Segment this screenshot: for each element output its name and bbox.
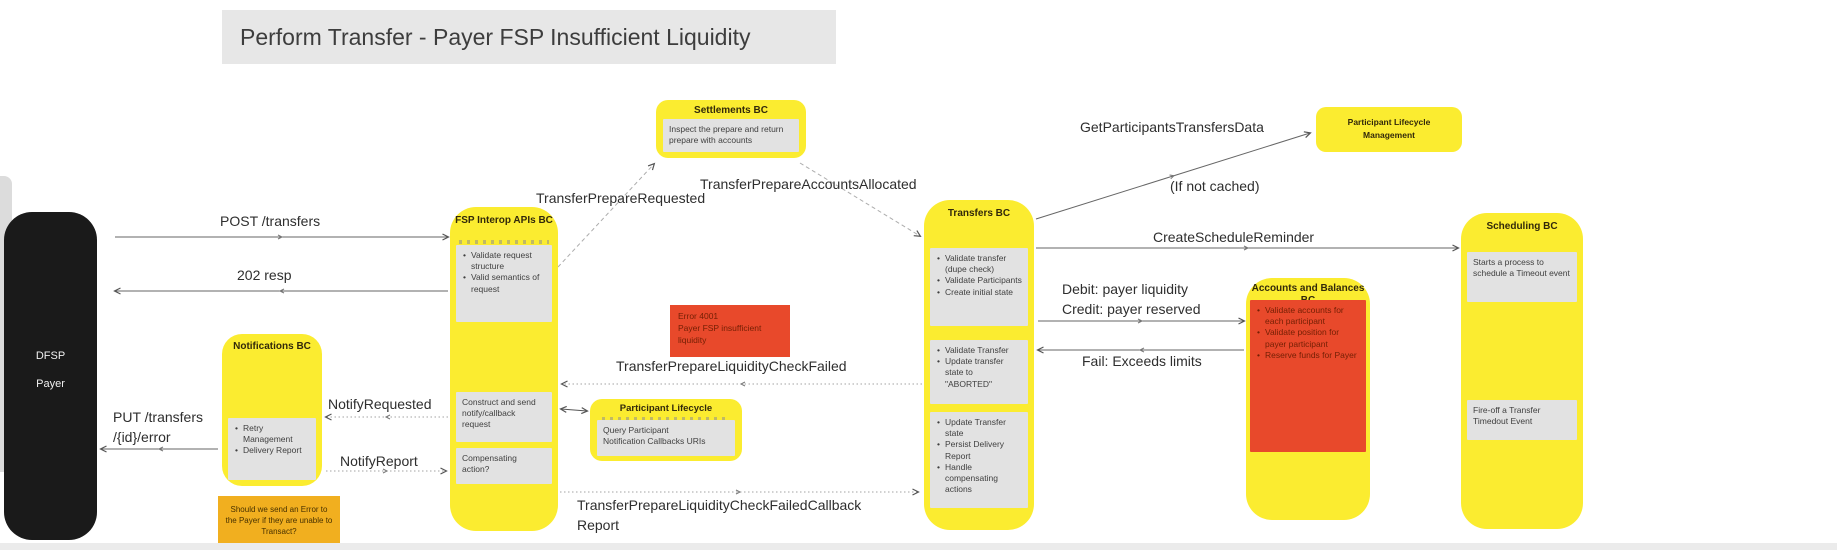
actor-dfsp-payer[interactable]: DFSP Payer bbox=[4, 212, 97, 540]
card-validate-transfer[interactable]: Validate transfer (dupe check) Validate … bbox=[930, 248, 1028, 326]
label-liquidity-check-failed-callback[interactable]: TransferPrepareLiquidityCheckFailedCallb… bbox=[577, 497, 862, 533]
card-query-participant[interactable]: Query Participant Notification Callbacks… bbox=[597, 420, 735, 456]
box-participant-lifecycle-management[interactable]: Participant Lifecycle Management bbox=[1316, 107, 1462, 152]
bc-accounts-and-balances[interactable]: Accounts and Balances BC Validate accoun… bbox=[1246, 278, 1370, 520]
bullet-item: Validate request structure bbox=[462, 250, 546, 272]
error-4001-line2: Payer FSP insufficient liquidity bbox=[678, 322, 762, 345]
bullet-item: Validate Transfer bbox=[936, 345, 1022, 356]
bullet-item: Update Transfer state bbox=[936, 417, 1022, 439]
error-4001-line1: Error 4001 bbox=[678, 311, 719, 321]
card-update-transfer-state[interactable]: Update Transfer state Persist Delivery R… bbox=[930, 412, 1028, 508]
bullet-item: Persist Delivery Report bbox=[936, 439, 1022, 461]
label-get-participants-transfers-data[interactable]: GetParticipantsTransfersData bbox=[1080, 119, 1264, 135]
bullet-item: Validate transfer (dupe check) bbox=[936, 253, 1022, 275]
bc-settlements[interactable]: Settlements BC Inspect the prepare and r… bbox=[656, 100, 806, 158]
participant-lifecycle-header: Participant Lifecycle bbox=[619, 403, 713, 414]
label-transfer-prepare-requested[interactable]: TransferPrepareRequested bbox=[536, 190, 706, 206]
card-start-timeout-process[interactable]: Starts a process to schedule a Timeout e… bbox=[1467, 252, 1577, 302]
label-notify-requested[interactable]: NotifyRequested bbox=[328, 396, 432, 412]
bullet-item: Handle compensating actions bbox=[936, 462, 1022, 496]
bc-settlements-header: Settlements BC bbox=[694, 105, 768, 116]
horizontal-scrollbar[interactable] bbox=[0, 543, 1837, 550]
connector-get-participants-transfers-data[interactable] bbox=[1035, 131, 1312, 220]
bc-fsp-interop-header: FSP Interop APIs BC bbox=[455, 215, 553, 226]
connector-query-participant-bidirectional[interactable] bbox=[559, 405, 589, 415]
plm-line2: Management bbox=[1363, 129, 1415, 140]
label-202-resp[interactable]: 202 resp bbox=[237, 267, 292, 283]
bullet-item: Valid semantics of request bbox=[462, 272, 546, 294]
card-fire-timeout-event[interactable]: Fire-off a Transfer Timedout Event bbox=[1467, 400, 1577, 440]
diagram-title[interactable]: Perform Transfer - Payer FSP Insufficien… bbox=[222, 10, 836, 64]
connector-transfer-prepare-requested[interactable] bbox=[557, 162, 656, 268]
label-transfer-prepare-accounts-allocated[interactable]: TransferPrepareAccountsAllocated bbox=[700, 176, 917, 192]
label-put-transfers-error[interactable]: PUT /transfers /{id}/error bbox=[113, 409, 203, 445]
card-validate-accounts-red[interactable]: Validate accounts for each participant V… bbox=[1250, 300, 1366, 452]
card-abort-transfer[interactable]: Validate Transfer Update transfer state … bbox=[930, 340, 1028, 404]
bc-fsp-interop-apis[interactable]: FSP Interop APIs BC Validate request str… bbox=[450, 207, 558, 531]
bc-notifications-header: Notifications BC bbox=[233, 341, 311, 352]
label-notify-report[interactable]: NotifyReport bbox=[340, 453, 418, 469]
bullet-item: Update transfer state to "ABORTED" bbox=[936, 356, 1022, 390]
label-post-transfers[interactable]: POST /transfers bbox=[220, 213, 321, 229]
bullet-item: Create initial state bbox=[936, 287, 1022, 298]
card-construct-notify[interactable]: Construct and send notify/callback reque… bbox=[456, 392, 552, 442]
bullet-item: Delivery Report bbox=[234, 445, 310, 456]
clipped-text-sliver bbox=[459, 240, 549, 244]
bullet-item: Validate position for payer participant bbox=[1256, 327, 1360, 349]
actor-line1: DFSP bbox=[35, 350, 66, 362]
box-participant-lifecycle[interactable]: Participant Lifecycle Query Participant … bbox=[590, 399, 742, 461]
bullet-item: Validate Participants bbox=[936, 275, 1022, 286]
note-error-4001[interactable]: Error 4001 Payer FSP insufficient liquid… bbox=[670, 305, 790, 357]
bullet-item: Retry Management bbox=[234, 423, 310, 445]
bc-notifications[interactable]: Notifications BC Retry Management Delive… bbox=[222, 334, 322, 486]
bc-transfers-header: Transfers BC bbox=[947, 208, 1011, 219]
label-debit-credit[interactable]: Debit: payer liquidity Credit: payer res… bbox=[1062, 281, 1201, 317]
card-retry-delivery[interactable]: Retry Management Delivery Report bbox=[228, 418, 316, 480]
clipped-text-sliver bbox=[602, 417, 728, 421]
label-fail-exceeds-limits[interactable]: Fail: Exceeds limits bbox=[1082, 353, 1202, 369]
card-compensating-action[interactable]: Compensating action? bbox=[456, 448, 552, 484]
bullet-item: Reserve funds for Payer bbox=[1256, 350, 1360, 361]
card-validate-request[interactable]: Validate request structure Valid semanti… bbox=[456, 245, 552, 322]
note-send-error-question[interactable]: Should we send an Error to the Payer if … bbox=[218, 496, 340, 545]
bc-scheduling[interactable]: Scheduling BC Starts a process to schedu… bbox=[1461, 213, 1583, 529]
bullet-item: Validate accounts for each participant bbox=[1256, 305, 1360, 327]
label-create-schedule-reminder[interactable]: CreateScheduleReminder bbox=[1153, 229, 1315, 245]
label-liquidity-check-failed[interactable]: TransferPrepareLiquidityCheckFailed bbox=[616, 358, 847, 374]
bc-scheduling-header: Scheduling BC bbox=[1486, 221, 1558, 232]
actor-line2: Payer bbox=[36, 378, 65, 390]
plm-line1: Participant Lifecycle bbox=[1347, 117, 1431, 127]
bc-transfers[interactable]: Transfers BC Validate transfer (dupe che… bbox=[924, 200, 1034, 530]
label-if-not-cached[interactable]: (If not cached) bbox=[1170, 178, 1260, 194]
card-inspect-prepare[interactable]: Inspect the prepare and return prepare w… bbox=[663, 119, 799, 152]
connector-transfer-prepare-accounts-allocated[interactable] bbox=[799, 162, 922, 237]
